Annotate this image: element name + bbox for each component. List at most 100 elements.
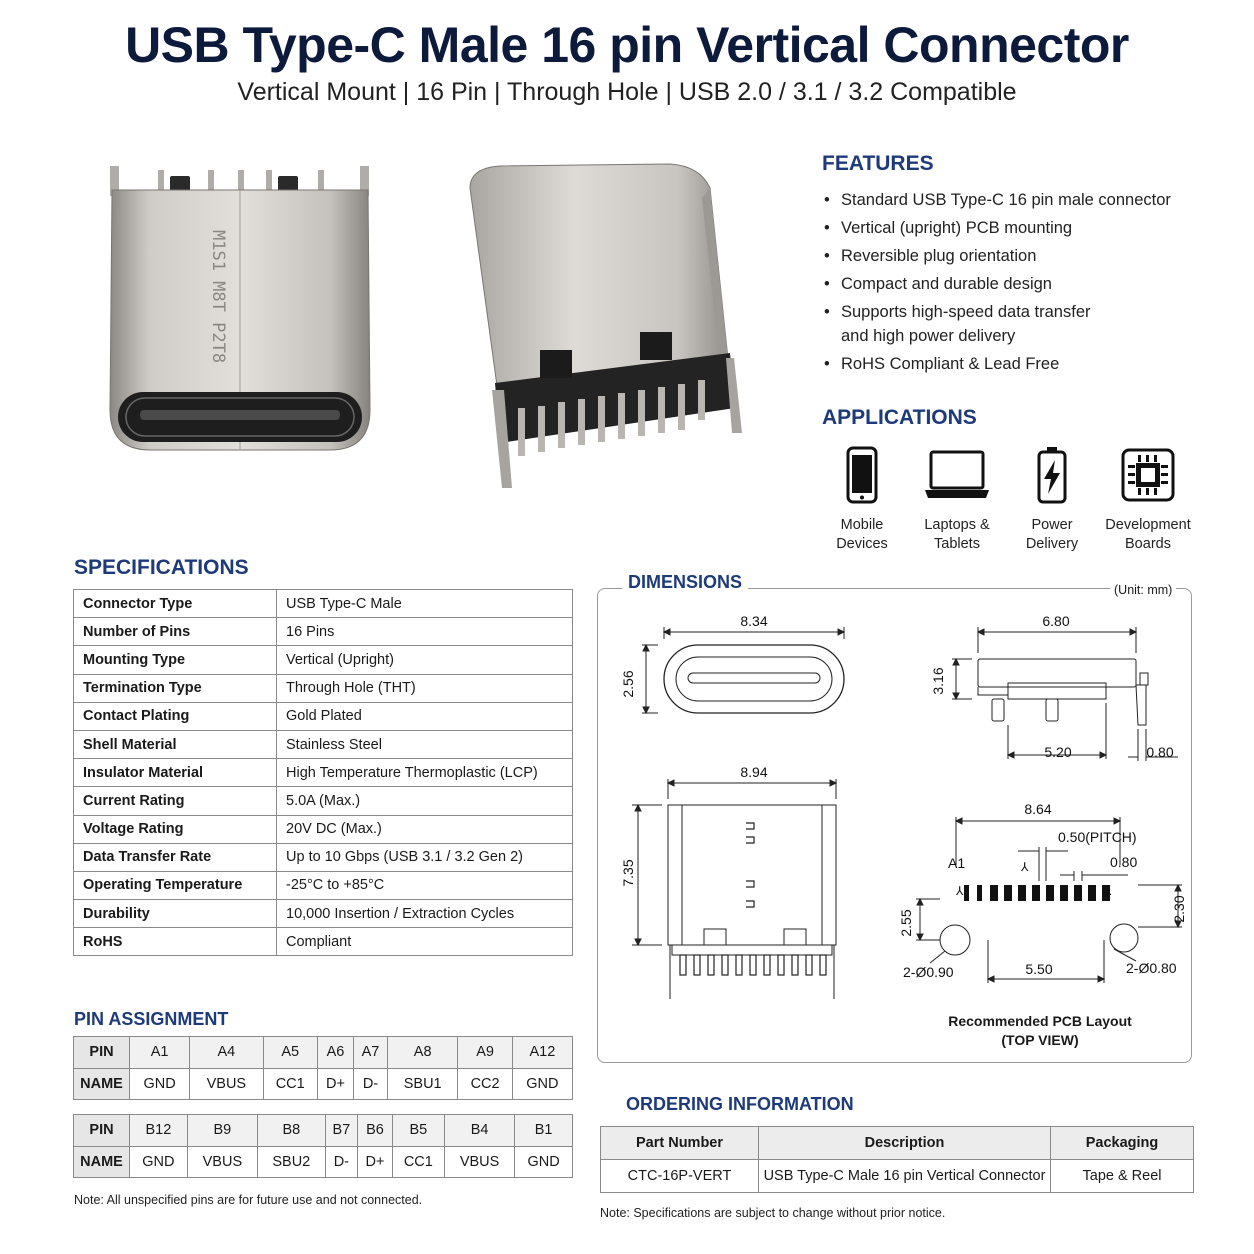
name-row-label: NAME — [73, 1067, 130, 1100]
spec-value: 20V DC (Max.) — [276, 814, 573, 844]
order-part-number: CTC-16P-VERT — [600, 1159, 759, 1193]
spec-key: Mounting Type — [73, 645, 277, 675]
spec-key: Shell Material — [73, 729, 277, 760]
applications-section: APPLICATIONS Mobile Devices Laptops & Ta… — [822, 406, 1242, 552]
spec-key: RoHS — [73, 927, 277, 957]
name-cell: CC2 — [457, 1067, 513, 1100]
name-cell: VBUS — [189, 1067, 264, 1100]
dim-front-width: 8.34 — [740, 613, 767, 629]
name-cell: GND — [511, 1067, 574, 1100]
pin-row-label: PIN — [73, 1036, 130, 1069]
pin-cell: B9 — [186, 1114, 259, 1147]
page-title: USB Type-C Male 16 pin Vertical Connecto… — [125, 17, 1129, 73]
spec-value: Through Hole (THT) — [276, 673, 573, 703]
pin-table-b: PIN B12 B9 B8 B7 B6 B5 B4 B1 NAME GND VB… — [73, 1114, 573, 1178]
dim-body-height: 7.35 — [620, 859, 636, 886]
features-section: FEATURES Standard USB Type-C 16 pin male… — [822, 152, 1242, 378]
pin-cell: B12 — [129, 1114, 188, 1147]
laptop-icon — [925, 450, 989, 498]
dim-pcb-pad: 0.80 — [1110, 854, 1137, 870]
pin-row-label: PIN — [73, 1114, 130, 1147]
pin-cell: B7 — [324, 1114, 359, 1147]
pin-cell: A9 — [457, 1036, 513, 1069]
spec-key: Termination Type — [73, 673, 277, 703]
dim-pcb-hole-span: 5.50 — [1025, 961, 1052, 977]
spec-key: Operating Temperature — [73, 870, 277, 901]
order-description: USB Type-C Male 16 pin Vertical Connecto… — [758, 1159, 1051, 1193]
svg-text:⅄: ⅄ — [1103, 884, 1112, 898]
spec-key: Connector Type — [73, 588, 277, 619]
pin-cell: A7 — [353, 1036, 388, 1069]
dimensions-panel — [597, 588, 1192, 1063]
feature-item-continuation: and high power delivery — [841, 327, 1016, 345]
spec-value: -25°C to +85°C — [276, 870, 573, 901]
order-header-packaging: Packaging — [1050, 1126, 1194, 1160]
pin-cell: B8 — [257, 1114, 326, 1147]
name-cell: SBU1 — [386, 1067, 459, 1100]
svg-text:⅄: ⅄ — [1020, 860, 1029, 874]
spec-key: Contact Plating — [73, 701, 277, 731]
name-cell: CC1 — [391, 1145, 445, 1178]
table-row: NAME GND VBUS CC1 D+ D- SBU1 CC2 GND — [73, 1067, 574, 1100]
spec-value: Vertical (Upright) — [276, 645, 573, 675]
battery-bolt-icon — [1037, 447, 1067, 504]
front-view-drawing — [642, 627, 846, 715]
pin-cell: A8 — [386, 1036, 459, 1069]
pin-cell: A6 — [316, 1036, 355, 1069]
app-power: Power Delivery — [1002, 446, 1102, 554]
app-mobile: Mobile Devices — [812, 446, 912, 554]
dim-pcb-pitch: 0.50(PITCH) — [1058, 829, 1137, 845]
spec-value: Stainless Steel — [276, 729, 573, 760]
pcb-layout-caption: Recommended PCB Layout (TOP VIEW) — [940, 1012, 1140, 1050]
name-cell: D- — [324, 1145, 359, 1178]
page-subtitle: Vertical Mount | 16 Pin | Through Hole |… — [237, 78, 1017, 106]
pcb-caption-line1: Recommended PCB Layout — [948, 1013, 1132, 1029]
feature-item: RoHS Compliant & Lead Free — [822, 350, 1242, 378]
pin-note: Note: All unspecified pins are for futur… — [74, 1193, 423, 1207]
app-label-line2: Delivery — [1025, 536, 1079, 552]
name-cell: CC1 — [262, 1067, 318, 1100]
spec-key: Insulator Material — [73, 758, 277, 788]
feature-item: Vertical (upright) PCB mounting — [822, 214, 1242, 242]
feature-item: Standard USB Type-C 16 pin male connecto… — [822, 186, 1242, 214]
app-dev-boards: Development Boards — [1098, 446, 1198, 554]
order-header-part: Part Number — [600, 1126, 759, 1160]
chip-board-icon — [1121, 448, 1175, 502]
feature-item: Supports high-speed data transfer — [822, 300, 1242, 324]
table-row: CTC-16P-VERT USB Type-C Male 16 pin Vert… — [600, 1159, 1194, 1193]
app-label-line2: Devices — [836, 536, 888, 552]
spec-key: Current Rating — [73, 786, 277, 816]
name-cell: D- — [353, 1067, 388, 1100]
pin-table-a: PIN A1 A4 A5 A6 A7 A8 A9 A12 NAME GND VB… — [73, 1036, 574, 1100]
dim-pcb-hole-offset: 2.30 — [1171, 895, 1187, 922]
order-packaging: Tape & Reel — [1050, 1159, 1194, 1193]
spec-value: High Temperature Thermoplastic (LCP) — [276, 758, 573, 788]
name-row-label: NAME — [73, 1145, 130, 1178]
dim-side-pin-thickness: 0.80 — [1146, 744, 1173, 760]
dimensions-heading: DIMENSIONS — [622, 572, 749, 593]
dim-pcb-a1: A1 — [948, 855, 965, 871]
spec-key: Voltage Rating — [73, 814, 277, 844]
spec-value: 5.0A (Max.) — [276, 786, 573, 816]
dim-body-width: 8.94 — [740, 764, 767, 780]
dim-side-pin-span: 5.20 — [1044, 744, 1071, 760]
pin-cell: A1 — [128, 1036, 191, 1069]
pin-cell: B1 — [514, 1114, 573, 1147]
specifications-heading: SPECIFICATIONS — [74, 556, 249, 579]
name-cell: GND — [514, 1145, 573, 1178]
pcb-layout-drawing: ⅄ ⅄ ⅄ — [916, 817, 1182, 983]
smartphone-icon — [846, 446, 878, 504]
feature-item: Compact and durable design — [822, 270, 1242, 298]
spec-value: 10,000 Insertion / Extraction Cycles — [276, 899, 573, 929]
dim-pcb-row-offset: 2.55 — [898, 909, 914, 936]
